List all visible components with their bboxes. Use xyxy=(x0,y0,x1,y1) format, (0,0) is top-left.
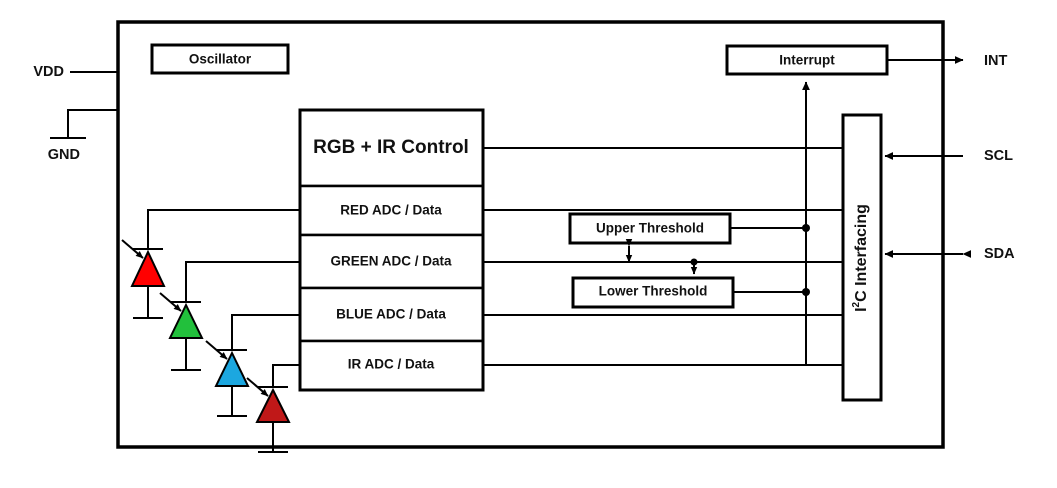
blue-adc-label: BLUE ADC / Data xyxy=(336,307,446,322)
ir-photodiode-group xyxy=(246,364,300,453)
red-photodiode-group xyxy=(121,209,300,319)
blue-photodiode-anode-wire xyxy=(231,314,300,350)
ir-photodiode-anode-wire xyxy=(272,364,300,387)
green-photodiode-group xyxy=(159,261,300,371)
lower-threshold-junction-dot xyxy=(802,288,810,296)
pin-label-gnd: GND xyxy=(48,147,80,163)
i2c-label-sup: 2 xyxy=(851,301,862,307)
green-adc-label: GREEN ADC / Data xyxy=(330,254,452,269)
oscillator-label: Oscillator xyxy=(189,52,252,67)
interrupt-label: Interrupt xyxy=(779,53,835,68)
upper-threshold-label: Upper Threshold xyxy=(596,221,704,236)
blue-photodiode-symbol xyxy=(214,350,250,387)
green-photodiode-light-arrow xyxy=(159,292,182,312)
i2c-interfacing-label: I2C Interfacing xyxy=(851,204,870,312)
upper-threshold-junction-dot xyxy=(802,224,810,232)
ir-adc-label: IR ADC / Data xyxy=(348,357,435,372)
blue-photodiode-group xyxy=(205,314,300,417)
blue-photodiode-light-arrow xyxy=(205,340,228,360)
red-photodiode-symbol xyxy=(130,249,166,287)
red-adc-label: RED ADC / Data xyxy=(340,203,442,218)
pin-label-scl: SCL xyxy=(984,148,1013,164)
i2c-label-rest: C Interfacing xyxy=(853,204,870,302)
i2c-interfacing-block[interactable] xyxy=(841,113,883,402)
green-photodiode-symbol xyxy=(168,302,204,339)
rgb-ir-control-label: RGB + IR Control xyxy=(313,137,469,158)
ir-photodiode-symbol xyxy=(255,387,291,423)
i2c-label-i: I xyxy=(853,307,870,311)
lower-threshold-tap-dot xyxy=(690,258,698,266)
red-photodiode-anode-wire xyxy=(147,209,300,249)
ir-photodiode-light-arrow xyxy=(246,377,269,397)
adc-stack-outline xyxy=(298,108,485,392)
red-photodiode-light-arrow xyxy=(121,239,144,259)
pin-label-sda: SDA xyxy=(984,246,1015,262)
pin-label-vdd: VDD xyxy=(33,64,64,80)
lower-threshold-label: Lower Threshold xyxy=(599,284,708,299)
gnd-wire xyxy=(67,109,118,138)
chip-boundary xyxy=(116,20,945,449)
oscillator-block[interactable] xyxy=(150,43,290,75)
pin-label-int: INT xyxy=(984,53,1008,69)
green-photodiode-anode-wire xyxy=(185,261,300,302)
upper-threshold-block[interactable] xyxy=(568,212,732,245)
